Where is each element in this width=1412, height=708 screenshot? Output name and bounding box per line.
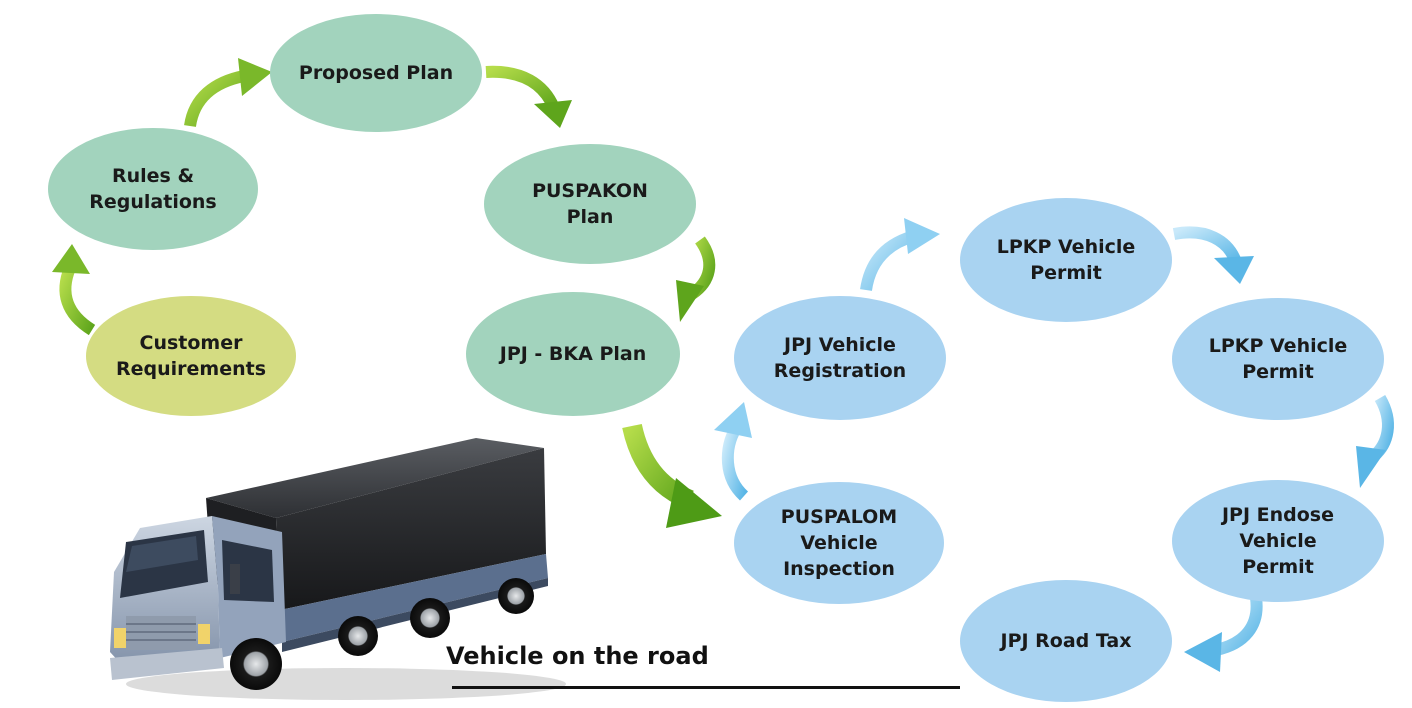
- node-lpkp-permit-1: LPKP Vehicle Permit: [960, 198, 1172, 322]
- node-label: LPKP Vehicle Permit: [996, 236, 1136, 284]
- wheel-icon: [338, 616, 378, 656]
- arrow-puspalom-to-registration: [714, 402, 752, 501]
- node-lpkp-permit-2: LPKP Vehicle Permit: [1172, 298, 1384, 420]
- node-label: Proposed Plan: [298, 62, 454, 84]
- truck-icon: [110, 438, 566, 700]
- wheel-icon: [410, 598, 450, 638]
- node-label: LPKP Vehicle Permit: [1208, 335, 1348, 383]
- arrow-registration-to-lpkp1: [860, 218, 940, 292]
- node-jpj-road-tax: JPJ Road Tax: [960, 580, 1172, 702]
- arrow-proposed-to-puspakon: [485, 65, 572, 128]
- node-proposed-plan: Proposed Plan: [270, 14, 482, 132]
- node-jpj-bka-plan: JPJ - BKA Plan: [466, 292, 680, 416]
- node-label: Rules & Regulations: [89, 165, 217, 213]
- arrow-lpkp1-to-lpkp2: [1172, 226, 1254, 284]
- node-label: Customer Requirements: [115, 332, 266, 380]
- node-label: PUSPALOM Vehicle Inspection: [780, 506, 898, 580]
- arrow-lpkp2-to-endose: [1356, 394, 1394, 488]
- arrow-endose-to-roadtax: [1184, 597, 1263, 672]
- node-label: JPJ Vehicle Registration: [773, 334, 907, 382]
- arrow-customer-to-rules: [52, 244, 96, 336]
- node-label: JPJ - BKA Plan: [499, 343, 647, 365]
- node-jpj-registration: JPJ Vehicle Registration: [734, 296, 946, 420]
- arrow-puspakon-to-jpj-bka: [676, 236, 716, 322]
- node-jpj-endose-permit: JPJ Endose Vehicle Permit: [1172, 480, 1384, 602]
- arrow-jpj-bka-to-puspalom: [622, 423, 722, 528]
- arrow-rules-to-proposed: [184, 58, 272, 128]
- caption-underline: [452, 686, 960, 689]
- caption: Vehicle on the road: [446, 642, 709, 670]
- node-rules-regulations: Rules & Regulations: [48, 128, 258, 250]
- node-customer-requirements: Customer Requirements: [86, 296, 296, 416]
- node-puspakon-plan: PUSPAKON Plan: [484, 144, 696, 264]
- node-label: JPJ Endose Vehicle Permit: [1221, 504, 1335, 578]
- node-label: PUSPAKON Plan: [532, 180, 648, 228]
- wheel-icon: [498, 578, 534, 614]
- node-puspalom-inspection: PUSPALOM Vehicle Inspection: [734, 482, 944, 604]
- node-label: JPJ Road Tax: [1000, 630, 1132, 652]
- wheel-icon: [230, 638, 282, 690]
